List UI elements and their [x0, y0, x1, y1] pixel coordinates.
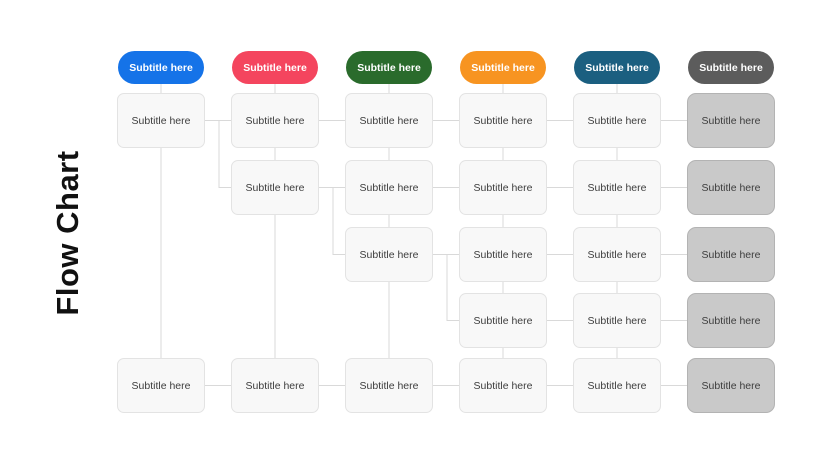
- flow-node-c3-r2: Subtitle here: [345, 160, 433, 215]
- flow-node-c6-r3: Subtitle here: [687, 227, 775, 282]
- pill-label: Subtitle here: [357, 61, 421, 74]
- pill-label: Subtitle here: [471, 61, 535, 74]
- flow-node-c5-r2: Subtitle here: [573, 160, 661, 215]
- flow-node-c5-r1: Subtitle here: [573, 93, 661, 148]
- pill-label: Subtitle here: [129, 61, 193, 74]
- flow-node-c6-r4: Subtitle here: [687, 293, 775, 348]
- flow-node-c4-r1: Subtitle here: [459, 93, 547, 148]
- pill-header-col1: Subtitle here: [118, 51, 204, 84]
- pill-header-col3: Subtitle here: [346, 51, 432, 84]
- flow-node-c4-r3: Subtitle here: [459, 227, 547, 282]
- edge-elbow-to-c3-r3: [332, 187, 345, 255]
- flow-node-c4-r2: Subtitle here: [459, 160, 547, 215]
- pill-label: Subtitle here: [585, 61, 649, 74]
- flow-node-c2-r5: Subtitle here: [231, 358, 319, 413]
- pill-label: Subtitle here: [243, 61, 307, 74]
- flow-node-c2-r1: Subtitle here: [231, 93, 319, 148]
- flow-node-c5-r3: Subtitle here: [573, 227, 661, 282]
- pill-label: Subtitle here: [699, 61, 763, 74]
- flow-node-c2-r2: Subtitle here: [231, 160, 319, 215]
- pill-header-col5: Subtitle here: [574, 51, 660, 84]
- pill-header-col2: Subtitle here: [232, 51, 318, 84]
- flow-node-c3-r1: Subtitle here: [345, 93, 433, 148]
- flow-node-c3-r3: Subtitle here: [345, 227, 433, 282]
- flow-node-c4-r4: Subtitle here: [459, 293, 547, 348]
- pill-header-col6: Subtitle here: [688, 51, 774, 84]
- flow-node-c1-r5: Subtitle here: [117, 358, 205, 413]
- flow-node-c5-r5: Subtitle here: [573, 358, 661, 413]
- flow-node-c5-r4: Subtitle here: [573, 293, 661, 348]
- flow-node-c6-r2: Subtitle here: [687, 160, 775, 215]
- edge-elbow-to-c2-r2: [218, 120, 231, 188]
- flow-node-c4-r5: Subtitle here: [459, 358, 547, 413]
- pill-header-col4: Subtitle here: [460, 51, 546, 84]
- flow-node-c1-r1: Subtitle here: [117, 93, 205, 148]
- flow-node-c3-r5: Subtitle here: [345, 358, 433, 413]
- flow-node-c6-r1: Subtitle here: [687, 93, 775, 148]
- flow-node-c6-r5: Subtitle here: [687, 358, 775, 413]
- edge-elbow-to-c4-r4: [446, 254, 459, 321]
